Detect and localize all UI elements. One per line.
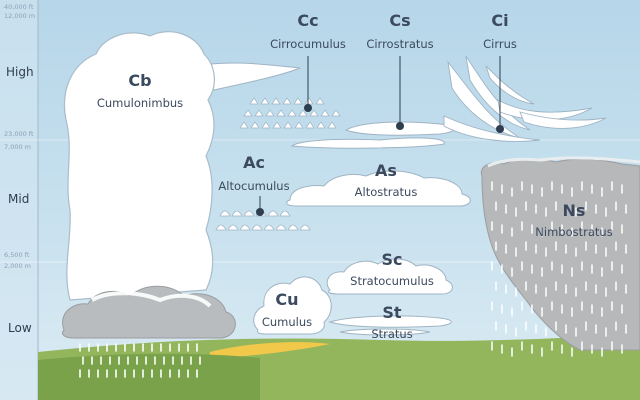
altocumulus-cloudlet	[243, 210, 255, 217]
label-cu-abbr: Cu	[275, 290, 298, 309]
cirrocumulus-cloudlet	[249, 97, 259, 105]
stratocumulus-cloud	[326, 258, 453, 295]
label-ns-name: Nimbostratus	[535, 225, 612, 239]
label-cb-name: Cumulonimbus	[97, 96, 183, 110]
cirrocumulus-cloudlet	[298, 109, 308, 117]
cirrocumulus-cloudlet	[320, 109, 330, 117]
label-ci-name: Cirrus	[483, 37, 517, 51]
altocumulus-cloudlet	[287, 224, 299, 231]
label-ns-abbr: Ns	[563, 201, 586, 220]
cirrocumulus-cloudlet	[260, 97, 270, 105]
stratus-cloud	[328, 315, 452, 336]
label-cu-name: Cumulus	[262, 315, 312, 329]
label-ac-name: Altocumulus	[218, 179, 289, 193]
cirrocumulus-cloudlets	[239, 97, 341, 129]
leader-dots	[256, 104, 504, 216]
label-st-name: Stratus	[371, 327, 412, 341]
altocumulus-cloudlets	[215, 210, 311, 231]
altocumulus-cloudlet	[215, 224, 227, 231]
label-sc-name: Stratocumulus	[350, 274, 434, 288]
nimbostratus-cloud	[480, 156, 640, 351]
nimbostratus-rain	[491, 181, 627, 357]
altocumulus-cloudlet	[263, 224, 275, 231]
cumulus-cloud	[253, 276, 332, 335]
cirrocumulus-cloudlet	[282, 97, 292, 105]
ground-foreground	[38, 353, 260, 400]
band-label-high: High	[6, 65, 34, 79]
altitude-label-12000m: 12,000 m	[4, 12, 35, 20]
altocumulus-cloudlet	[275, 224, 287, 231]
yellow-field	[210, 342, 330, 358]
cirrocumulus-cloudlet	[239, 121, 249, 129]
label-cc-abbr: Cc	[297, 11, 318, 30]
altitude-label-2000m: 2,000 m	[4, 262, 31, 270]
label-cs-name: Cirrostratus	[366, 37, 433, 51]
altitude-label-40000ft: 40,000 ft	[4, 3, 34, 11]
label-cc-name: Cirrocumulus	[270, 37, 346, 51]
altocumulus-cloudlet	[299, 224, 311, 231]
label-cb-abbr: Cb	[128, 71, 151, 90]
cirrocumulus-cloudlet	[283, 121, 293, 129]
altocumulus-cloudlet	[219, 210, 231, 217]
altocumulus-cloudlet	[239, 224, 251, 231]
cirrocumulus-cloudlet	[294, 121, 304, 129]
cirrocumulus-cloudlet	[305, 121, 315, 129]
altocumulus-cloudlet	[267, 210, 279, 217]
cirrocumulus-cloudlet	[331, 109, 341, 117]
label-ac-abbr: Ac	[243, 153, 265, 172]
cirrocumulus-cloudlet	[272, 121, 282, 129]
cirrocumulus-cloudlet	[243, 109, 253, 117]
band-label-mid: Mid	[8, 192, 29, 206]
altocumulus-cloudlet	[231, 210, 243, 217]
label-cs-abbr: Cs	[389, 11, 410, 30]
band-label-low: Low	[8, 321, 32, 335]
label-as-name: Altostratus	[355, 185, 418, 199]
cirrocumulus-cloudlet	[276, 109, 286, 117]
label-st-abbr: St	[382, 303, 402, 322]
cirrocumulus-cloudlet	[293, 97, 303, 105]
altostratus-cloud	[286, 170, 471, 207]
label-sc-abbr: Sc	[381, 250, 402, 269]
cirrocumulus-cloudlet	[271, 97, 281, 105]
cirrocumulus-cloudlet	[316, 121, 326, 129]
altocumulus-cloudlet	[227, 224, 239, 231]
cirrus-cloud	[443, 55, 607, 142]
cirrocumulus-cloudlet	[287, 109, 297, 117]
cirrocumulus-cloudlet	[254, 109, 264, 117]
altitude-label-6500ft: 6,500 ft	[4, 251, 30, 259]
cirrocumulus-cloudlet	[327, 121, 337, 129]
cirrocumulus-cloudlet	[315, 97, 325, 105]
cirrocumulus-cloudlet	[304, 97, 314, 105]
altitude-label-7000m: 7,000 m	[4, 143, 31, 151]
leader-lines	[259, 56, 501, 212]
altitude-label-23000ft: 23,000 ft	[4, 130, 34, 138]
altitude-scale-strip	[0, 0, 38, 400]
cirrocumulus-cloudlet	[261, 121, 271, 129]
cirrocumulus-cloudlet	[250, 121, 260, 129]
cirrocumulus-cloudlet	[309, 109, 319, 117]
altocumulus-cloudlet	[279, 210, 291, 217]
label-ci-abbr: Ci	[491, 11, 508, 30]
altocumulus-cloudlet	[251, 224, 263, 231]
cumulonimbus-rain	[79, 343, 201, 378]
cirrocumulus-cloudlet	[265, 109, 275, 117]
label-as-abbr: As	[375, 161, 397, 180]
cumulonimbus-cloud	[61, 31, 301, 339]
